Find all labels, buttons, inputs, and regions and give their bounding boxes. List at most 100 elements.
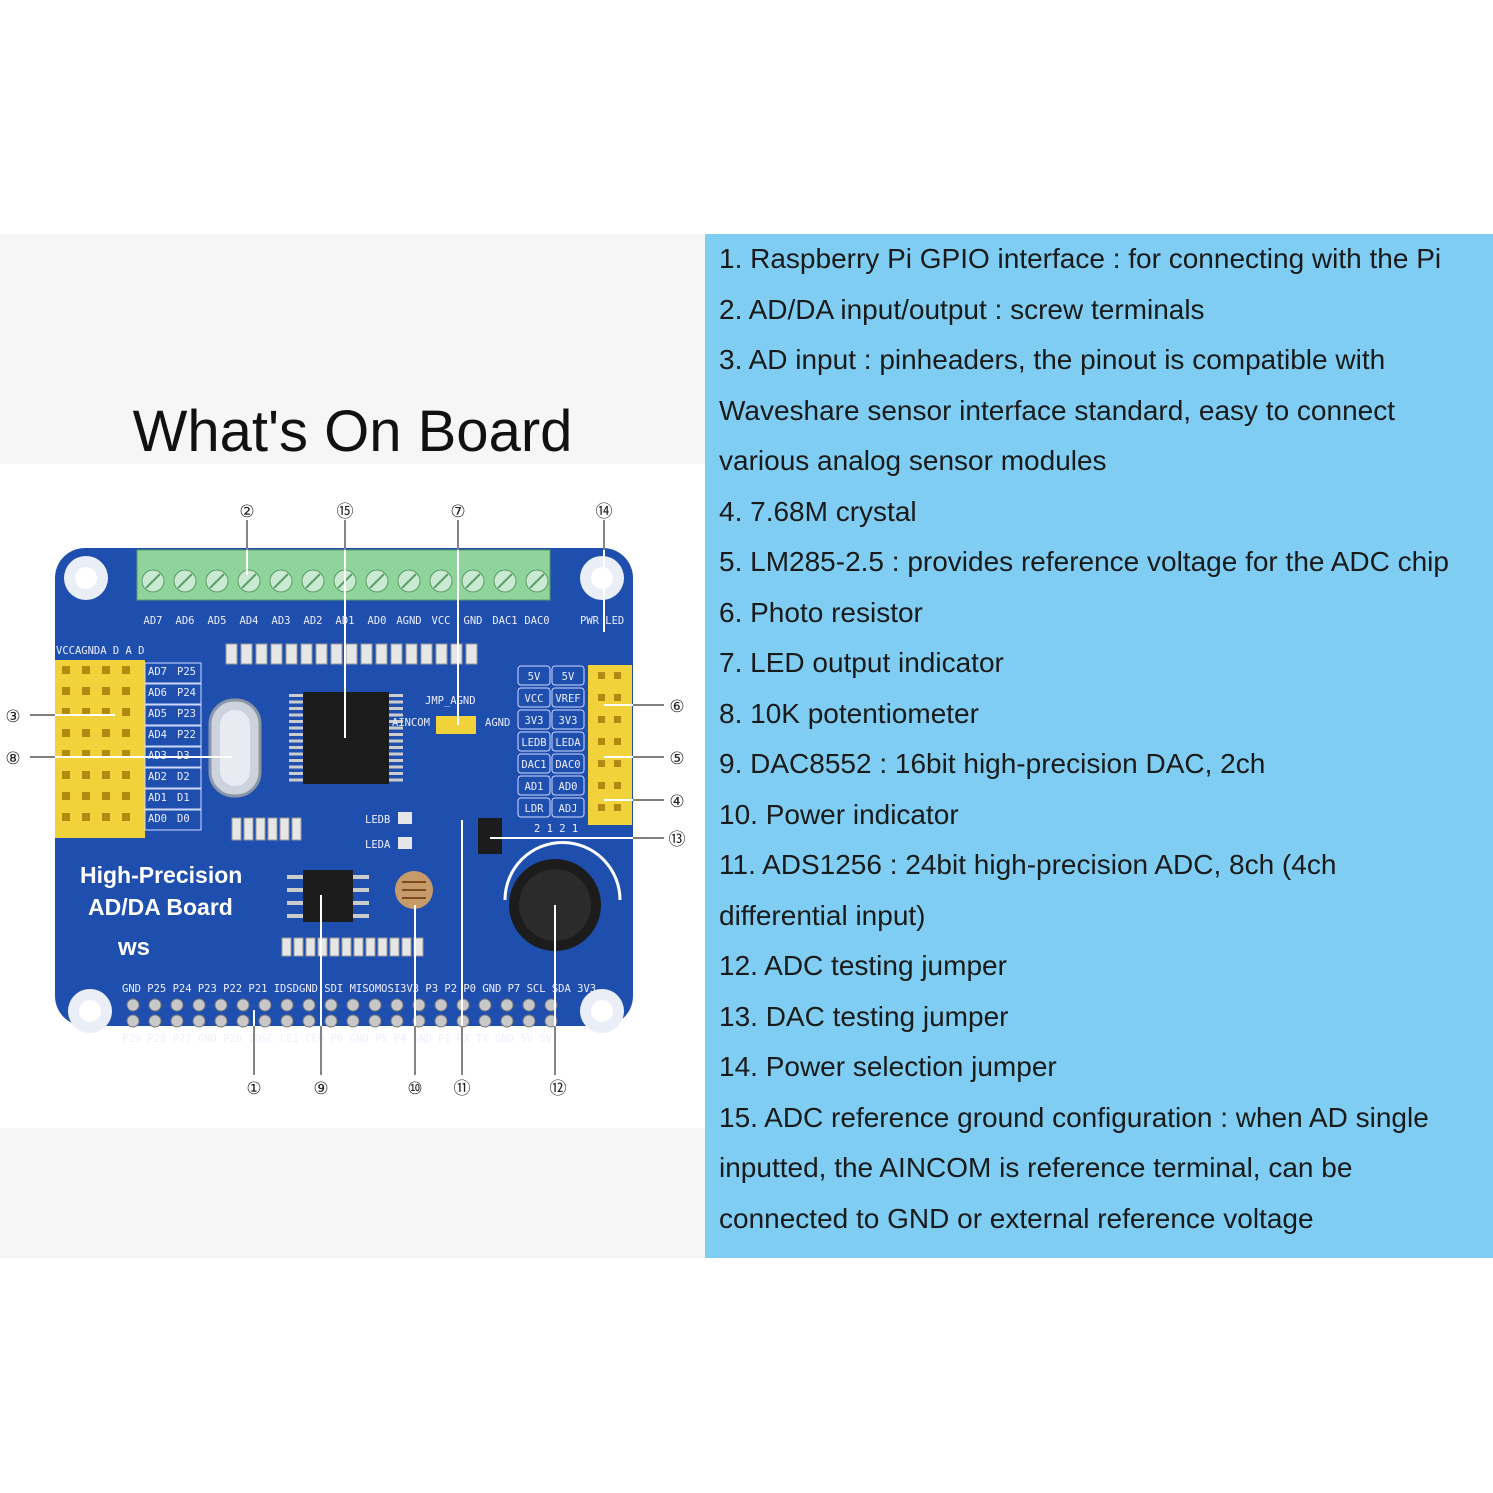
terminal-label: DAC0	[524, 615, 549, 627]
description-line: 13. DAC testing jumper	[719, 1000, 1009, 1032]
crystal	[208, 698, 262, 798]
description-line: 9. DAC8552 : 16bit high-precision DAC, 2…	[719, 748, 1266, 779]
pin-row-label: AD7	[148, 666, 167, 678]
terminal-label: GND	[464, 615, 483, 627]
description-line: 2. AD/DA input/output : screw terminals	[719, 293, 1205, 325]
callout-6: ⑥	[669, 697, 684, 717]
callout-1: ①	[246, 1079, 261, 1099]
description-line: 10. Power indicator	[719, 798, 959, 830]
jumper-label: LDR	[525, 803, 545, 815]
description-line: 7. LED output indicator	[719, 647, 1004, 678]
terminal-label: VCC	[432, 615, 451, 627]
callout-10: ⑩	[407, 1079, 422, 1099]
description-line: differential input)	[719, 899, 926, 931]
aincom-label: AINCOM	[392, 717, 430, 729]
terminal-label: AD3	[272, 615, 291, 627]
pin-row-label: AD2	[148, 771, 167, 783]
terminal-label: AD7	[144, 615, 163, 627]
pin-row-label: P25	[177, 666, 196, 678]
description-line: various analog sensor modules	[719, 445, 1107, 476]
ledb-label: LEDB	[365, 814, 390, 826]
mounting-holes	[64, 556, 624, 1033]
description-line: 1. Raspberry Pi GPIO interface : for con…	[719, 243, 1442, 274]
jmp-agnd-jumper	[436, 716, 476, 734]
callout-13: ⑬	[669, 830, 686, 850]
jumper-label: VCC	[525, 693, 544, 705]
jumper-label: LEDB	[521, 737, 546, 749]
screw-terminal-block	[136, 549, 551, 601]
description-line: 6. Photo resistor	[719, 596, 923, 628]
description-panel	[705, 234, 1493, 1258]
description-line: inputted, the AINCOM is reference termin…	[719, 1152, 1353, 1183]
pin-row-label: P22	[177, 729, 196, 741]
pin-row-label: P24	[177, 687, 196, 699]
jumper-label: AD0	[559, 781, 578, 793]
resistor-array-bottom	[231, 817, 424, 957]
jumper-label: 5V	[562, 671, 575, 683]
resistor-array-top	[225, 643, 478, 665]
description-line: 15. ADC reference ground configuration :…	[719, 1101, 1429, 1133]
brand-logo: ws	[117, 934, 150, 961]
callout-15: ⑮	[337, 502, 354, 522]
jumper-label: AD1	[525, 781, 544, 793]
callout-2: ②	[239, 502, 254, 522]
header-top-labels: VCCAGNDA D A D	[56, 645, 145, 657]
agnd-label: AGND	[485, 717, 510, 729]
terminal-label: AD2	[304, 615, 323, 627]
pin-row-label: D0	[177, 813, 190, 825]
callout-3: ③	[5, 707, 20, 727]
pin-row-label: AD6	[148, 687, 167, 699]
description-line: connected to GND or external reference v…	[719, 1202, 1314, 1234]
gpio-bottom-labels: P29 P28 P27 GND P26 IDSC CE1 CE0 P6 GND …	[122, 1033, 553, 1045]
callout-11: ⑪	[454, 1079, 471, 1099]
description-line: Waveshare sensor interface standard, eas…	[719, 394, 1395, 426]
callout-7: ⑦	[450, 502, 465, 522]
board-illustration: AD7AD6AD5AD4AD3AD2AD1AD0AGNDVCCGNDDAC1DA…	[5, 502, 686, 1099]
description-line: 14. Power selection jumper	[719, 1051, 1057, 1082]
board-name-line2: AD/DA Board	[88, 894, 233, 920]
jumper-label: DAC0	[555, 759, 580, 771]
leda-label: LEDA	[365, 839, 391, 851]
jumper-label: 3V3	[525, 715, 544, 727]
jumper-label: ADJ	[559, 803, 578, 815]
dac-chip	[287, 870, 369, 922]
description-line: 8. 10K potentiometer	[719, 697, 979, 729]
pin-header-left	[55, 660, 145, 838]
pwr-led-label: PWR LED	[580, 615, 624, 627]
callout-12: ⑫	[550, 1079, 567, 1099]
pin-row-label: AD1	[148, 792, 167, 804]
page-title: What's On Board	[132, 399, 573, 464]
jumper-label: 5V	[528, 671, 541, 683]
description-line: 3. AD input : pinheaders, the pinout is …	[719, 344, 1386, 375]
photo-resistor	[395, 871, 433, 909]
pcb	[55, 548, 633, 1026]
terminal-label: DAC1	[492, 615, 517, 627]
description-line: 5. LM285-2.5 : provides reference voltag…	[719, 546, 1449, 577]
jumper-header-right	[588, 665, 632, 825]
pin-row-label: P23	[177, 708, 196, 720]
description-line: 11. ADS1256 : 24bit high-precision ADC, …	[719, 849, 1337, 880]
terminal-label: AD5	[208, 615, 227, 627]
small-ic	[478, 818, 502, 854]
jumper-numbers: 2 1 2 1	[534, 823, 578, 835]
jumper-label: 3V3	[559, 715, 578, 727]
jmp-agnd-label: JMP_AGND	[425, 695, 476, 707]
callout-9: ⑨	[313, 1079, 328, 1099]
pin-row-label: AD5	[148, 708, 167, 720]
callout-4: ④	[669, 792, 684, 812]
callout-14: ⑭	[596, 502, 613, 522]
description-line: 12. ADC testing jumper	[719, 950, 1007, 981]
callout-lines-dark	[30, 520, 664, 1075]
jumper-label: LEDA	[555, 737, 581, 749]
board-name-line1: High-Precision	[80, 862, 242, 888]
callout-5: ⑤	[669, 749, 684, 769]
pin-row-label: D1	[177, 792, 190, 804]
terminal-label: AD6	[176, 615, 195, 627]
description-line: 4. 7.68M crystal	[719, 495, 917, 527]
pin-row-label: AD0	[148, 813, 167, 825]
gpio-top-labels: GND P25 P24 P23 P22 P21 IDSDGND SDI MISO…	[122, 983, 596, 995]
description-list: 1. Raspberry Pi GPIO interface : for con…	[719, 234, 1487, 1244]
pin-row-label: D2	[177, 771, 190, 783]
callout-8: ⑧	[5, 749, 20, 769]
